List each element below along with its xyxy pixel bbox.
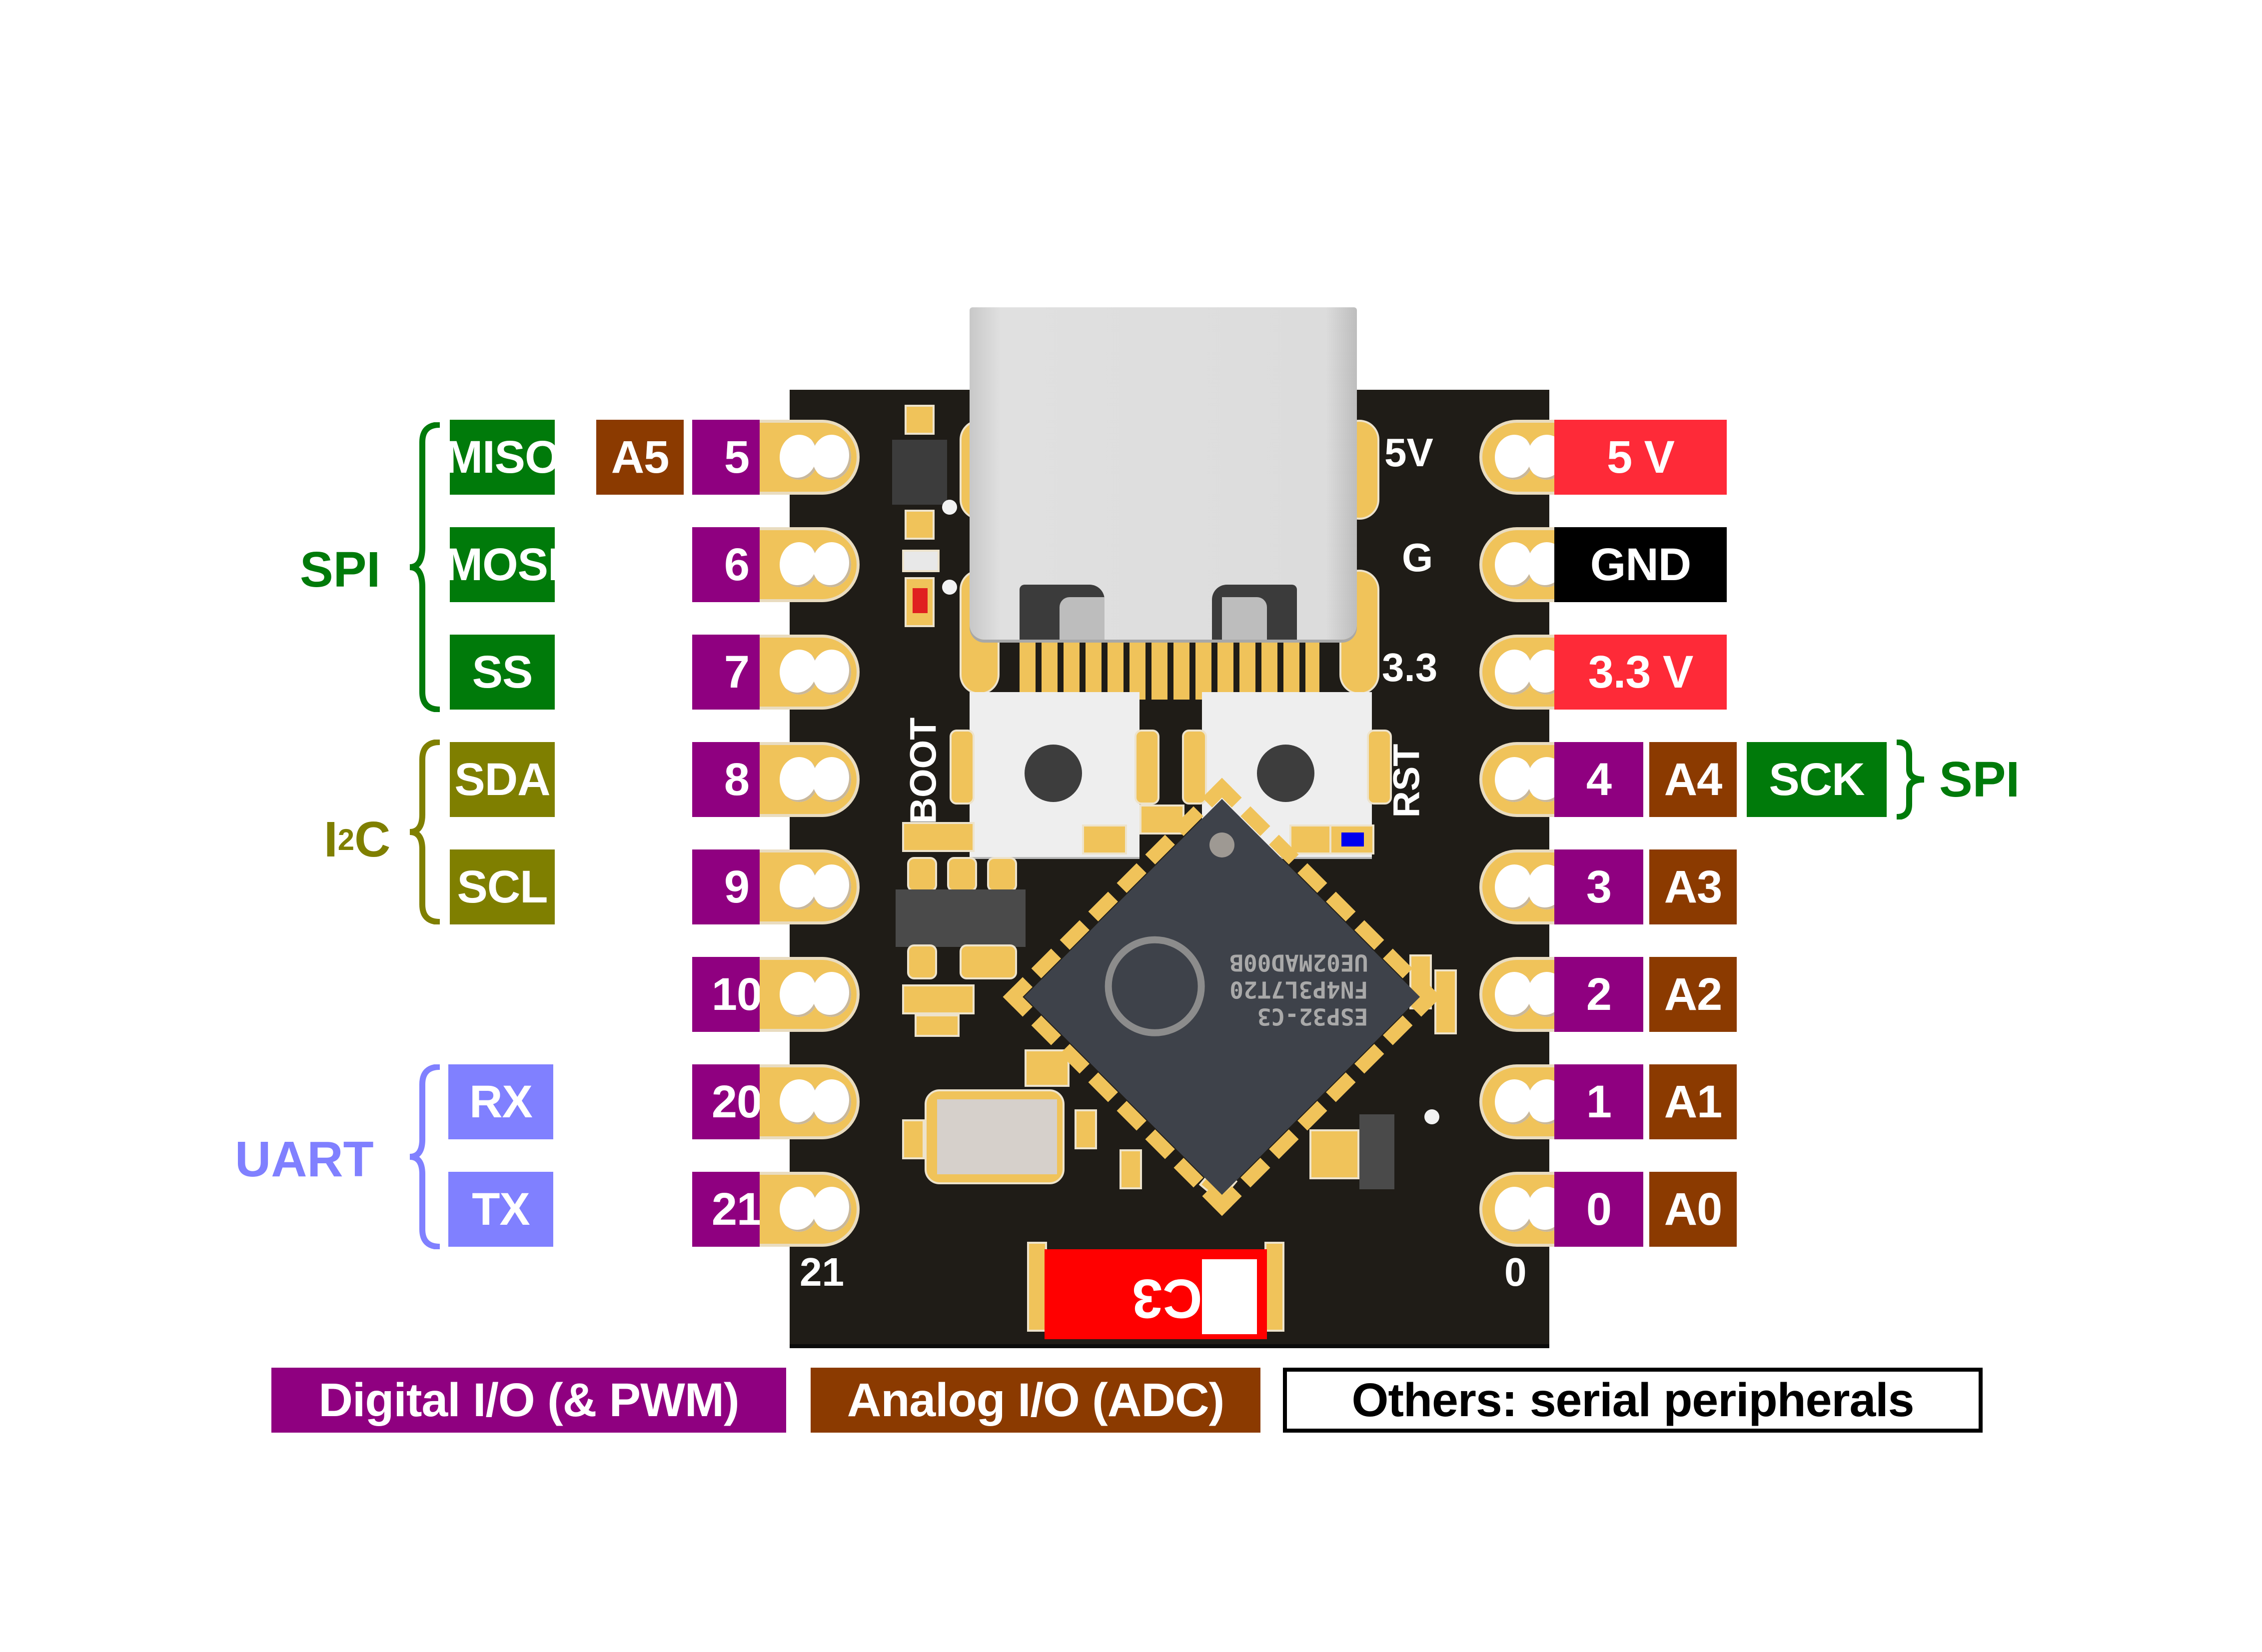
gpio-label-4: 4 [1554, 742, 1643, 817]
uart-brace [409, 1064, 440, 1249]
pin-label-a3: A3 [1649, 849, 1737, 924]
espressif-logo-icon [1105, 936, 1205, 1036]
pin-pad-1 [1479, 1064, 1579, 1139]
chip-marking-line: FN4P3L7T20 [1229, 976, 1368, 1003]
uart-group-label: UART [235, 1131, 374, 1187]
ceramic-antenna: C3 [1045, 1249, 1267, 1339]
capacitor [1075, 1109, 1097, 1149]
capacitor [1025, 1049, 1070, 1087]
silk-corner-0: 0 [1504, 1250, 1527, 1294]
usb-contacts [1020, 630, 1319, 700]
diode-body [892, 440, 947, 505]
capacitor [902, 1119, 925, 1159]
i2c-label-i: I [324, 811, 338, 867]
voltage-regulator [896, 889, 1026, 947]
pin-pad-20 [760, 1064, 860, 1139]
pin-label-a0: A0 [1649, 1172, 1737, 1247]
button-pad [1134, 730, 1159, 805]
silk-g: G [1402, 535, 1433, 580]
status-led [1329, 825, 1374, 854]
spi-brace-left [409, 422, 440, 712]
test-point [942, 580, 957, 595]
pin-label-miso: MISO [444, 420, 561, 495]
legend-others: Others: serial peripherals [1283, 1368, 1983, 1433]
gpio-label-2: 2 [1554, 957, 1643, 1032]
button-pad [1367, 730, 1392, 805]
gpio-label-1: 1 [1554, 1064, 1643, 1139]
pin-label-a1: A1 [1649, 1064, 1737, 1139]
pin-label-gnd: GND [1554, 527, 1727, 602]
spi-brace-right [1896, 740, 1925, 820]
spi-group-label-left: SPI [300, 541, 381, 598]
pin-label-sck: SCK [1747, 742, 1887, 817]
chip-marking-line: UE02MAD00B [1229, 949, 1368, 976]
antenna-pad [1027, 1242, 1047, 1332]
pin-label-a4: A4 [1649, 742, 1737, 817]
transistor [1359, 1114, 1394, 1189]
chip-marking-line: ESP32-C3 [1257, 1003, 1368, 1030]
pin-pad-5 [760, 420, 860, 495]
antenna-pad [1264, 1242, 1284, 1332]
resistor [902, 550, 940, 572]
legend-digital: Digital I/O (& PWM) [271, 1368, 786, 1433]
pin-label-ss: SS [450, 635, 555, 710]
pin-pad-9 [760, 849, 860, 924]
smd-pad [905, 510, 935, 540]
pin-label-scl: SCL [450, 849, 555, 924]
pin-pad-6 [760, 527, 860, 602]
regulator-lead [960, 944, 1017, 979]
capacitor [1139, 805, 1184, 834]
test-point [1424, 1109, 1439, 1124]
pin-pad-7 [760, 635, 860, 710]
regulator-lead [947, 857, 977, 892]
capacitor [902, 984, 975, 1014]
chip-marking: ESP32-C3 FN4P3L7T20 UE02MAD00B [1229, 949, 1368, 1030]
spi-group-label-right: SPI [1939, 751, 2020, 808]
button-pad [950, 730, 975, 805]
regulator-lead [907, 857, 937, 892]
regulator-lead [907, 944, 937, 979]
usb-shield-inner [1060, 597, 1105, 640]
smd-pad [905, 405, 935, 435]
silk-5v: 5V [1384, 430, 1433, 475]
pin-label-sda: SDA [450, 742, 555, 817]
resistor [1434, 969, 1457, 1034]
crystal [937, 1099, 1057, 1174]
gpio-label-3: 3 [1554, 849, 1643, 924]
i2c-brace [409, 740, 440, 924]
usb-c-connector[interactable] [970, 307, 1357, 640]
pin-pad-8 [760, 742, 860, 817]
capacitor [1309, 1129, 1359, 1179]
pin-pad-21 [760, 1172, 860, 1247]
silk-boot: BOOT [902, 717, 944, 825]
pin-label-5v: 5 V [1554, 420, 1727, 495]
antenna-label: C3 [1132, 1268, 1202, 1329]
pin-label-3v3: 3.3 V [1554, 635, 1727, 710]
capacitor [1120, 1149, 1142, 1189]
legend-analog: Analog I/O (ADC) [811, 1368, 1260, 1433]
pin-pad-10 [760, 957, 860, 1032]
pin-label-rx: RX [448, 1064, 553, 1139]
i2c-label-c: C [354, 811, 391, 867]
i2c-label-sup: 2 [337, 823, 355, 856]
pin-label-a5: A5 [596, 420, 684, 495]
capacitor [1082, 825, 1127, 854]
power-led [905, 577, 935, 627]
pin-label-mosi: MOSI [444, 527, 561, 602]
capacitor [902, 822, 975, 852]
regulator-lead [987, 857, 1017, 892]
pin-label-tx: TX [448, 1172, 553, 1247]
test-point [942, 500, 957, 515]
silk-corner-21: 21 [800, 1250, 844, 1294]
usb-shield-inner [1222, 597, 1267, 640]
button-pad [1182, 730, 1207, 805]
pin-label-a2: A2 [1649, 957, 1737, 1032]
boot-button-actuator [1025, 745, 1082, 802]
capacitor [915, 1014, 960, 1037]
antenna-white-end [1202, 1259, 1257, 1334]
gpio-label-0: 0 [1554, 1172, 1643, 1247]
silk-3v3: 3.3 [1382, 645, 1438, 690]
reset-button-actuator [1257, 745, 1314, 802]
